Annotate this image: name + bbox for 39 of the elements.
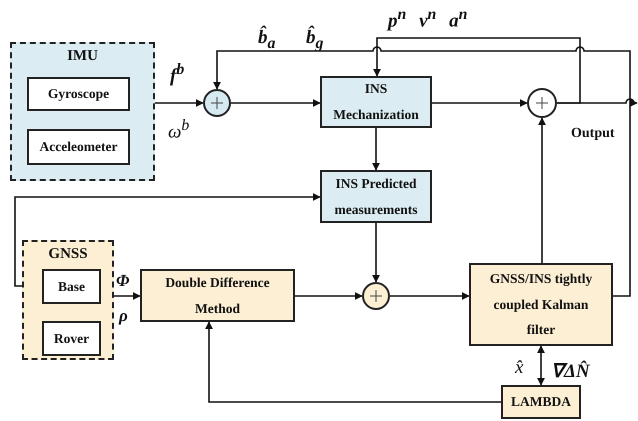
- arrow: [537, 345, 545, 386]
- math-symbol: ρ: [119, 307, 128, 324]
- arrow: [390, 292, 470, 300]
- arrow: [373, 37, 581, 104]
- sum-circle: [203, 89, 231, 117]
- arrow: [205, 321, 501, 403]
- math-symbol: x̂: [515, 358, 524, 377]
- arrow: [372, 223, 380, 283]
- sum-circle: [362, 282, 390, 310]
- arrow: [432, 99, 528, 107]
- dashed-group-box: [10, 42, 155, 181]
- arrow: [213, 47, 631, 297]
- arrow: [114, 292, 141, 300]
- arrow: [372, 128, 380, 171]
- group-title: GNSS: [48, 245, 88, 264]
- process-box: Gyroscope: [27, 77, 130, 111]
- process-box: Acceleometer: [27, 129, 130, 165]
- process-box: LAMBDA: [501, 385, 581, 419]
- process-box: Double Difference Method: [140, 269, 295, 322]
- arrow: [295, 292, 363, 300]
- arrow: [231, 99, 321, 107]
- process-box: GNSS/INS tightly coupled Kalman filter: [469, 263, 613, 346]
- dashed-group-box: [22, 240, 114, 360]
- process-box: INS Mechanization: [320, 76, 432, 128]
- output-label: Output: [571, 127, 615, 141]
- math-symbol: p$^{n}$ v$^{n}$ a$^{n}$: [388, 7, 468, 30]
- arrow: [155, 99, 204, 107]
- group-title: IMU: [67, 47, 98, 66]
- math-symbol: ∇ΔN̂: [551, 362, 590, 381]
- arrow: [14, 193, 321, 287]
- math-symbol: Φ: [116, 272, 130, 289]
- sum-circle: [527, 88, 557, 118]
- process-box: Base: [42, 269, 101, 304]
- math-symbol: ω$^{b}$: [168, 118, 190, 142]
- process-box: INS Predicted measurements: [320, 170, 432, 223]
- arrow: [538, 117, 546, 263]
- process-box: Rover: [42, 321, 101, 356]
- math-symbol: f$^{b}$: [170, 62, 184, 86]
- math-symbol: b̂$_{a}$: [258, 28, 276, 52]
